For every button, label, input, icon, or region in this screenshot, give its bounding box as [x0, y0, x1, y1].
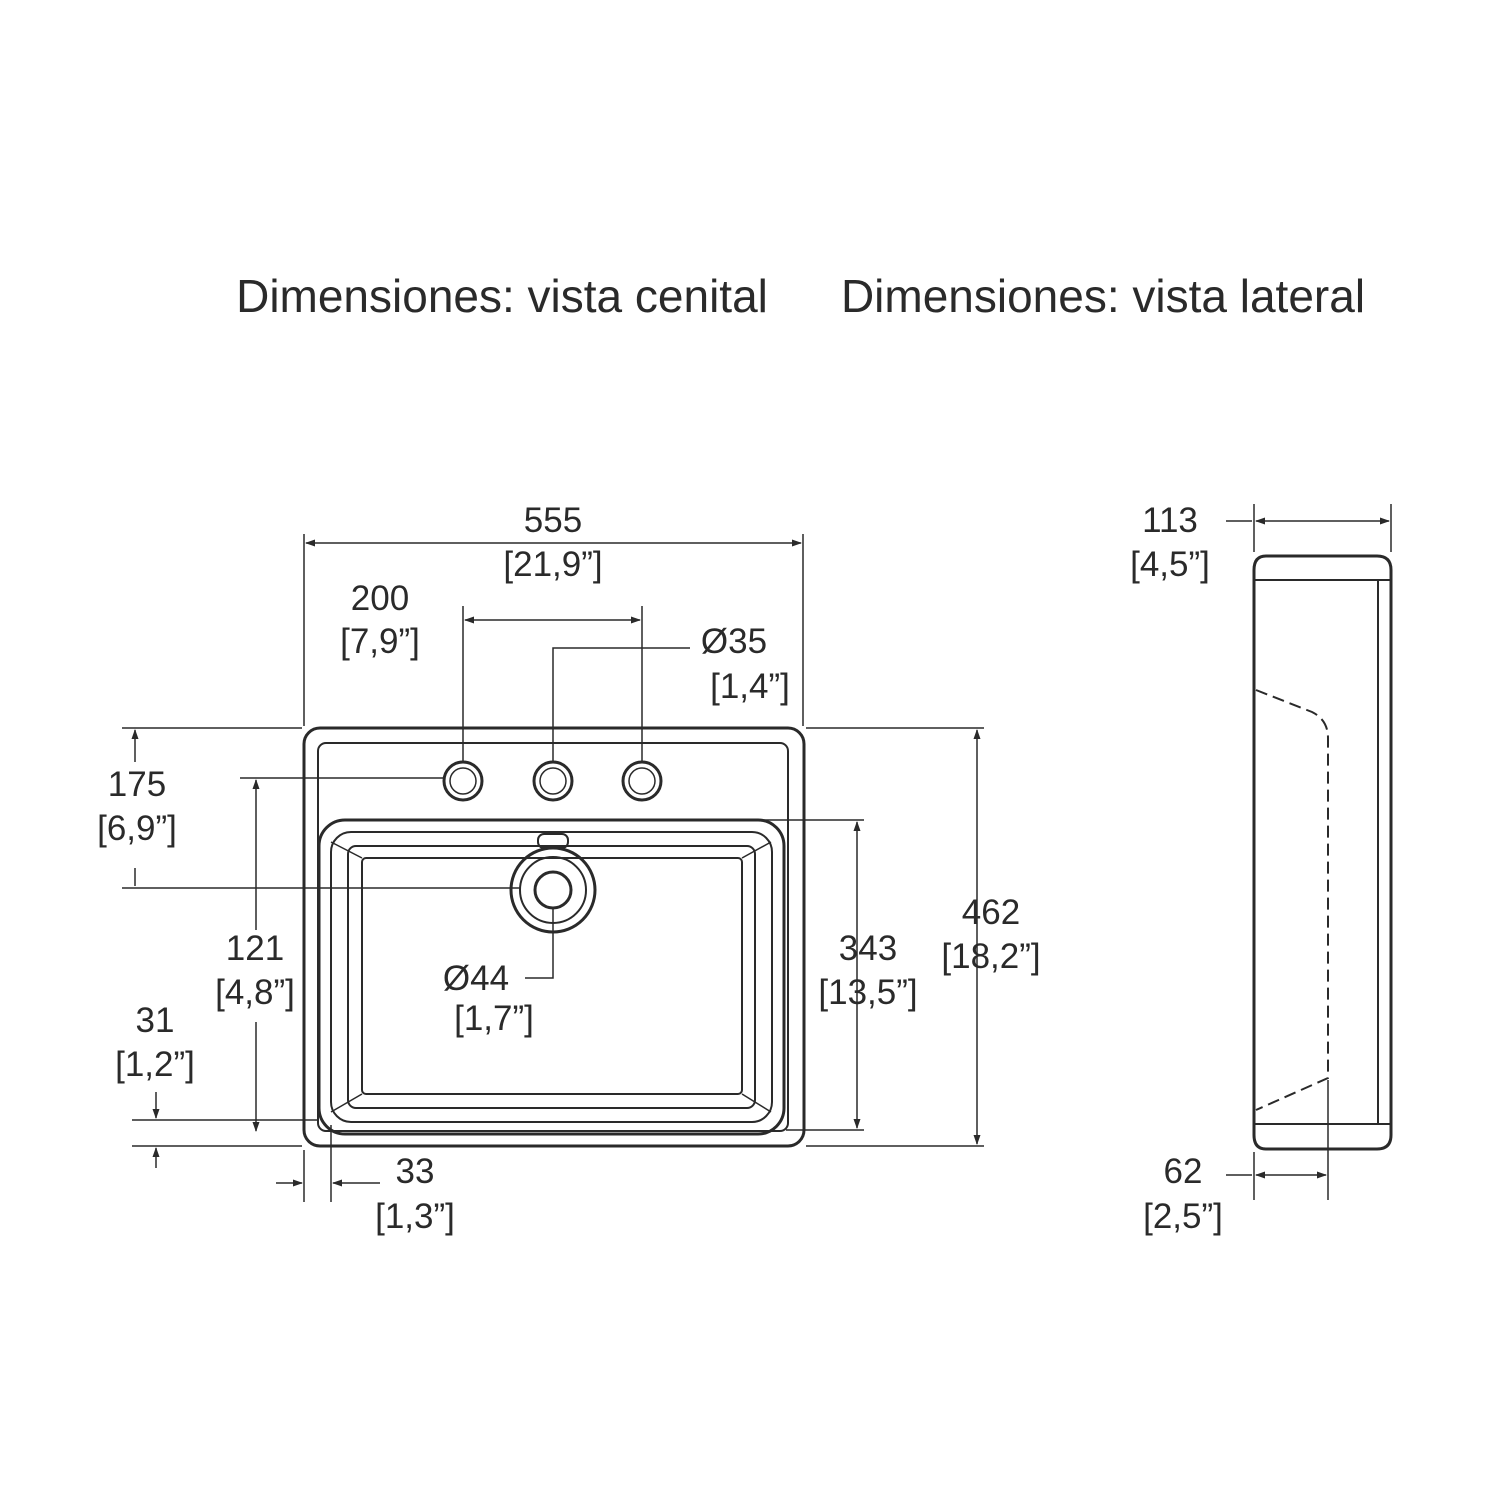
dim-bowl-height-inches: [2,5”] [1143, 1197, 1223, 1236]
side-view-basin [1252, 554, 1393, 1151]
dim-tap-offset-value: 175 [108, 765, 166, 804]
dim-rim-side-inches: [1,3”] [375, 1197, 455, 1236]
dim-tap-spacing-value: 200 [351, 579, 409, 618]
top-view-basin [302, 726, 806, 1148]
dim-tap-offset-inches: [6,9”] [97, 809, 177, 848]
dim-rim-side-value: 33 [396, 1152, 435, 1191]
dim-height-inches: [4,5”] [1130, 545, 1210, 584]
top-view-title: Dimensiones: vista cenital [236, 270, 768, 322]
top-view-dimensions [122, 534, 984, 1202]
tap-hole-right [621, 760, 663, 802]
dim-length-value: 462 [962, 893, 1020, 932]
dim-drain-hole-inches: [1,7”] [454, 999, 534, 1038]
side-view-title: Dimensiones: vista lateral [841, 270, 1365, 322]
tap-hole-center [532, 760, 574, 802]
dim-height-value: 113 [1142, 501, 1198, 540]
dim-tap-hole-inches: [1,4”] [710, 667, 790, 706]
dim-rim-front-value: 31 [136, 1001, 175, 1040]
bowl-outer-edge [317, 818, 786, 1136]
bowl-rim-edge [330, 831, 773, 1123]
side-outline [1252, 554, 1393, 1151]
dim-bowl-depth-inches: [13,5”] [818, 973, 917, 1012]
basin-outer-rim [302, 726, 806, 1148]
dim-width-inches: [21,9”] [503, 545, 602, 584]
bowl-slope-edge [347, 845, 756, 1109]
dim-rim-front-inches: [1,2”] [115, 1045, 195, 1084]
dim-bowl-height-value: 62 [1164, 1152, 1203, 1191]
dim-tap-spacing-inches: [7,9”] [340, 622, 420, 661]
tap-hole-left [442, 760, 484, 802]
dim-tap-hole-value: Ø35 [701, 622, 767, 661]
dim-drain-hole-value: Ø44 [443, 959, 509, 998]
side-hidden-bowl [1255, 689, 1329, 1111]
side-view-dimensions [1226, 504, 1392, 1200]
dim-width-value: 555 [524, 501, 582, 540]
bowl-floor [361, 857, 743, 1095]
dim-drain-offset-value: 121 [226, 929, 284, 968]
dim-bowl-depth-value: 343 [839, 929, 897, 968]
dim-length-inches: [18,2”] [941, 937, 1040, 976]
dim-drain-offset-inches: [4,8”] [215, 973, 295, 1012]
